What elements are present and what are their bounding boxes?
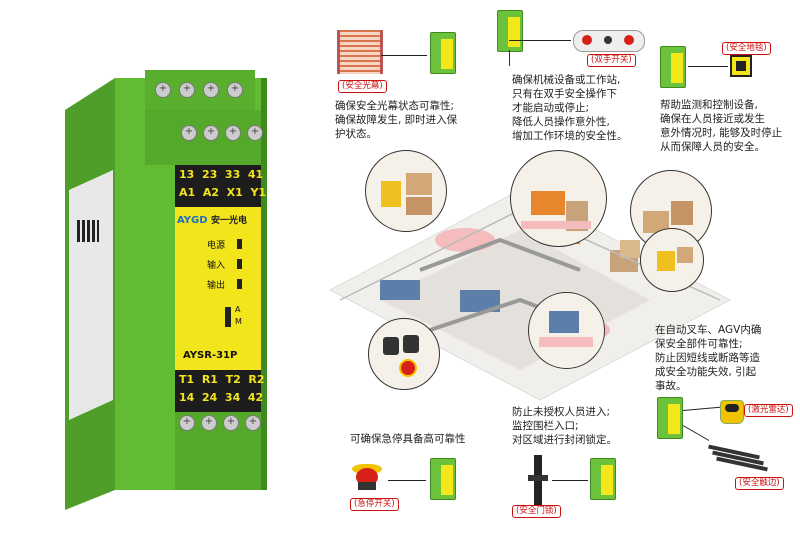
bottom-terminal-numbers: 14 24 34 42 (179, 391, 264, 404)
two-hand-switch-icon (573, 30, 645, 52)
laser-scanner-icon (720, 400, 744, 424)
zoom-circle-forklift2 (640, 228, 704, 292)
safety-mat-link (688, 66, 728, 67)
laser-scanner-tag: (激光雷达) (744, 404, 793, 417)
led-power-label: 电源 (207, 241, 226, 251)
two-hand-link-h (509, 40, 571, 41)
door-lock-link (552, 480, 588, 481)
top-terminal-codes: A1 A2 X1 Y1 (179, 186, 267, 199)
light-curtain-relay (430, 32, 456, 74)
light-curtain-tag: (安全光幕) (338, 80, 387, 93)
door-lock-desc: 防止未授权人员进入; 监控围栏入口; 对区域进行封闭锁定。 (512, 406, 617, 446)
top-screw-1: + (155, 82, 171, 98)
estop-desc: 可确保急停具备高可靠性 (350, 433, 466, 445)
bottom-screw-3: + (223, 415, 239, 431)
mid-screw-4: + (247, 125, 263, 141)
two-hand-desc: 确保机械设备或工作站, 只有在双手安全操作下 才能启动或停止; 降低人员操作意外… (512, 74, 628, 142)
bottom-terminal-codes: T1 R1 T2 R2 (179, 373, 265, 386)
door-lock-icon (528, 455, 548, 505)
safety-mat-icon (730, 55, 752, 77)
two-hand-relay (497, 10, 523, 52)
switch-label-a: A (235, 305, 241, 314)
zoom-circle-estop (368, 318, 440, 390)
bottom-screw-1: + (179, 415, 195, 431)
door-lock-tag: (安全门锁) (512, 505, 561, 518)
mid-screw-1: + (181, 125, 197, 141)
zoom-circle-door (528, 292, 605, 369)
mode-switch (225, 307, 231, 327)
top-screw-2: + (179, 82, 195, 98)
led-output (237, 279, 242, 289)
estop-relay (430, 458, 456, 500)
light-curtain-link (381, 55, 427, 56)
led-input-label: 输入 (207, 261, 226, 271)
estop-switch-icon (350, 462, 384, 492)
safety-mat-tag: (安全地毯) (722, 42, 771, 55)
brand-logo: AYGD 安一光电 (177, 215, 248, 226)
door-lock-relay (590, 458, 616, 500)
led-power (237, 239, 242, 249)
two-hand-link-v (509, 50, 510, 66)
led-input (237, 259, 242, 269)
agv-link-edge (682, 425, 710, 441)
qr-code (77, 220, 99, 242)
light-curtain-icon (337, 30, 383, 74)
mid-screw-2: + (203, 125, 219, 141)
two-hand-tag: (双手开关) (587, 54, 636, 67)
bottom-screw-2: + (201, 415, 217, 431)
safety-relay-module: + + + + + + + + 13 23 33 41 A1 A2 X1 Y1 … (55, 70, 275, 510)
top-screw-3: + (203, 82, 219, 98)
estop-tag: (急停开关) (350, 498, 399, 511)
estop-link (388, 480, 426, 481)
agv-desc: 在自动叉车、AGV内确 保安全部件可靠性; 防止因短线或断路等造 成安全功能失效… (655, 324, 762, 392)
zoom-circle-forklift (365, 150, 447, 232)
safety-mat-relay (660, 46, 686, 88)
zoom-circle-robot (510, 150, 607, 247)
top-terminal-numbers: 13 23 33 41 (179, 168, 264, 181)
safety-mat-desc: 帮助监测和控制设备, 确保在人员接近或发生 意外情况时, 能够及时停止 从而保障… (660, 99, 783, 153)
led-output-label: 输出 (207, 281, 226, 291)
switch-label-m: M (235, 317, 242, 326)
model-label: AYSR-31P (183, 350, 238, 361)
mid-screw-3: + (225, 125, 241, 141)
agv-relay (657, 397, 683, 439)
light-curtain-desc: 确保安全光幕状态可靠性; 确保故障发生, 即时进入保 护状态。 (335, 100, 458, 140)
top-screw-4: + (227, 82, 243, 98)
safety-edge-icon (708, 444, 768, 472)
safety-edge-tag: (安全触边) (735, 477, 784, 490)
relay-body-graphic (65, 70, 267, 510)
bottom-screw-4: + (245, 415, 261, 431)
